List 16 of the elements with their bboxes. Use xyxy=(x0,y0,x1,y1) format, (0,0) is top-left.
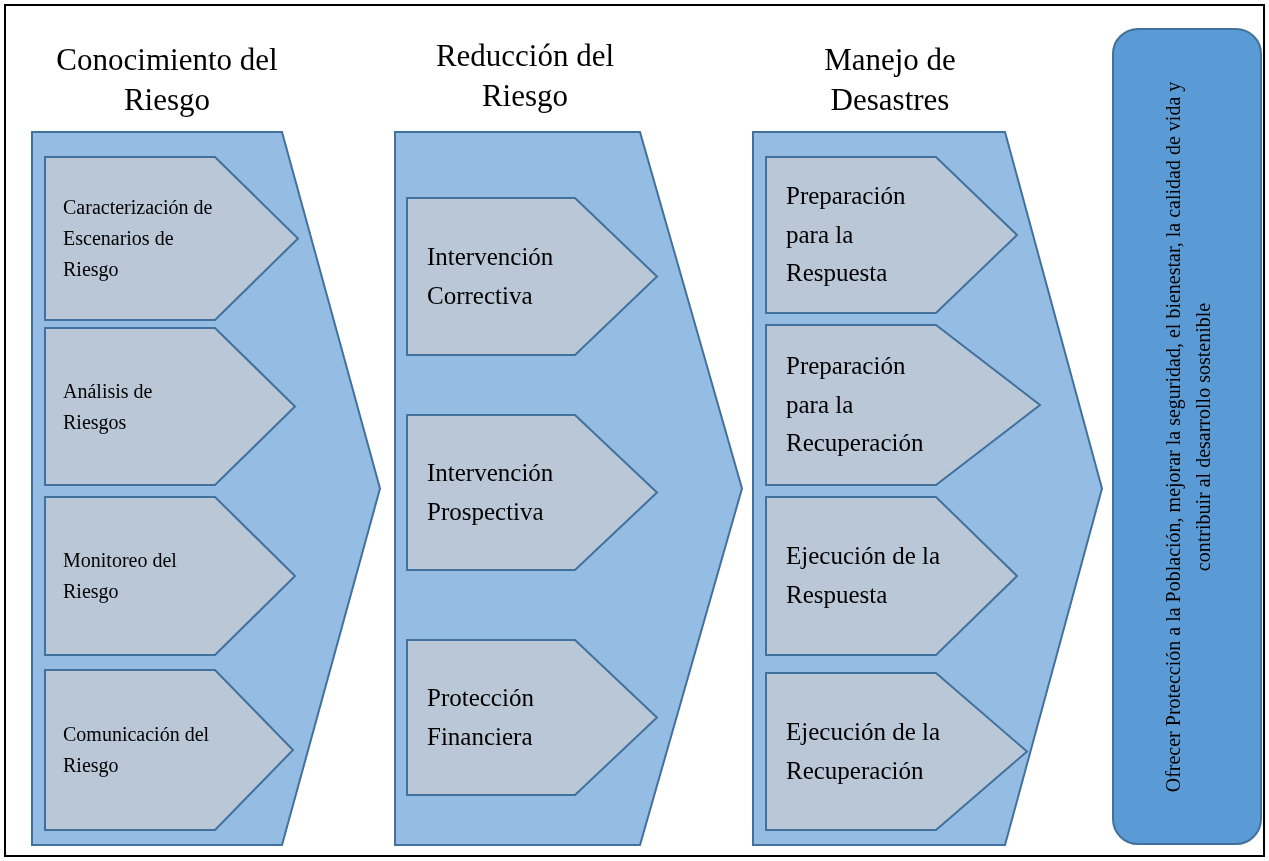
step-label: Protección Financiera xyxy=(427,682,535,752)
section-heading: Conocimiento del Riesgo xyxy=(55,41,279,119)
goal-panel xyxy=(1112,28,1262,845)
step-label: Intervención Correctiva xyxy=(427,241,555,311)
step-label: Caracterización de Escenarios de Riesgo xyxy=(63,195,213,283)
section-heading: Reducción del Riesgo xyxy=(434,37,616,115)
goal-statement: Ofrecer Protección a la Población, mejorar la seguridad, el bienestar, la calidad de vida y contribuir al desarrollo sostenible xyxy=(1160,80,1214,794)
step-label: Monitoreo del Riesgo xyxy=(63,548,178,605)
step-label: Preparación para la Respuesta xyxy=(786,180,907,289)
step-label: Análisis de Riesgos xyxy=(63,378,154,436)
step-label: Comunicación del Riesgo xyxy=(63,722,211,779)
step-label: Ejecución de la Recuperación xyxy=(786,716,942,786)
step-label: Ejecución de la Respuesta xyxy=(786,541,942,610)
section-heading: Manejo de Desastres xyxy=(823,41,957,119)
step-label: Preparación para la Recuperación xyxy=(786,350,925,459)
step-label: Intervención Prospectiva xyxy=(427,457,555,527)
